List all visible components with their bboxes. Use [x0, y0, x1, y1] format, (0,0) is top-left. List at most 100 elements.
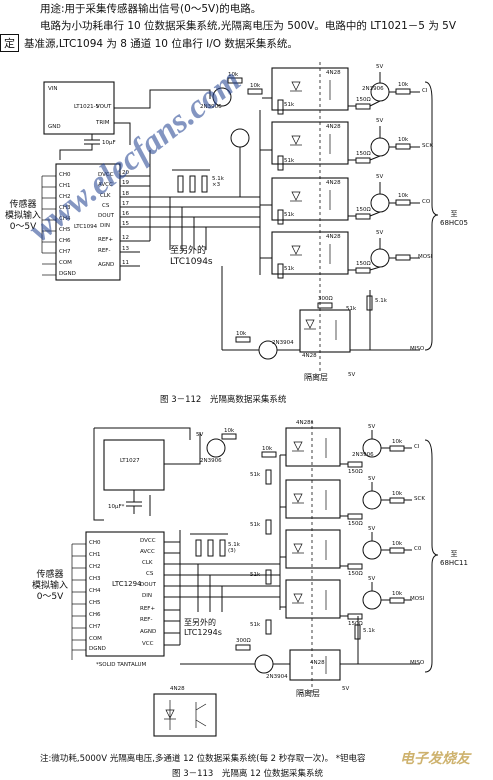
res-6: 51k: [284, 158, 295, 164]
adc-pin-dvcc: DVCC: [98, 172, 114, 178]
adc2-pin-clk: CLK: [142, 560, 153, 566]
adc-pin-agnd: AGND: [98, 262, 115, 268]
pin-num-20: 20: [122, 170, 129, 176]
adc-pin-refn: REF-: [98, 248, 111, 254]
v2-11: 10k: [392, 541, 403, 547]
pin-num-11: 11: [122, 260, 129, 266]
res2-note: 5.1k (3): [228, 542, 240, 554]
adc2-pin-ch3: CH3: [89, 576, 101, 582]
adc-pin-ch3: CH3: [59, 205, 71, 211]
tantalum-note: *SOLID TANTALUM: [96, 662, 147, 668]
res-note-label: 5.1k ×3: [212, 176, 224, 188]
res-8: 10k: [398, 137, 409, 143]
mcu-label: 至 68HC05: [440, 210, 468, 227]
v2-8: 10k: [392, 491, 403, 497]
opto-label-2: 4N28: [326, 124, 341, 130]
pin-num-16: 16: [122, 211, 129, 217]
adc-pin-ch2: CH2: [59, 194, 71, 200]
adc-chip-label: LTC1094: [74, 224, 98, 230]
opto2-label-2: 4N28: [310, 660, 325, 666]
res-14: 300Ω: [318, 296, 333, 302]
adc-pin-dout: DOUT: [98, 213, 114, 219]
res-9: 51k: [284, 212, 295, 218]
v2-12: 51k: [250, 622, 261, 628]
res-1: 10k: [228, 72, 239, 78]
v2-13: 150Ω: [348, 621, 363, 627]
opto-label-1: 4N28: [326, 70, 341, 76]
sensor2-input-label: 传感器 模拟输入 0～5V: [32, 570, 69, 602]
adc-pin-ch6: CH6: [59, 238, 71, 244]
adc2-pin-ch4: CH4: [89, 588, 101, 594]
adc2-pin-dgnd: DGND: [89, 646, 106, 652]
transistor-label-1: 2N3906: [200, 104, 222, 110]
v2-7: 150Ω: [348, 521, 363, 527]
adc2-pin-cs: CS: [146, 571, 154, 577]
adc2-pin-ch0: CH0: [89, 540, 101, 546]
ref-chip-label: LT1021-5: [74, 104, 100, 110]
adc2-pin-dout: DOUT: [140, 582, 156, 588]
ref-pin-trim: TRIM: [96, 120, 110, 126]
adc-pin-ch5: CH5: [59, 227, 71, 233]
adc-pin-ch7: CH7: [59, 249, 71, 255]
sig2-c0: C0: [414, 546, 422, 552]
s2-supply-1: 5V: [196, 432, 204, 438]
pin-num-13: 13: [122, 246, 129, 252]
adc-pin-refp: REF+: [98, 237, 114, 243]
ref2-chip-label: LT1027: [120, 458, 140, 464]
res-11: 10k: [398, 193, 409, 199]
adc2-pin-com: COM: [89, 636, 102, 642]
s2-supply-4: 5V: [368, 526, 376, 532]
sig-sck: SCK: [422, 143, 433, 149]
fig1-caption: 图 3－112 光隔离数据采集系统: [160, 395, 287, 405]
adc2-pin-ch5: CH5: [89, 600, 101, 606]
sig-mosi: MOSI: [418, 254, 433, 260]
sensor-input-label: 传感器 模拟输入 0～5V: [5, 200, 42, 232]
adc2-pin-refn: REF-: [140, 617, 153, 623]
corner-watermark: 电子发烧友: [400, 752, 470, 767]
adc2-pin-ch1: CH1: [89, 552, 101, 558]
v2-3: 51k: [250, 472, 261, 478]
adc-pin-ch0: CH0: [59, 172, 71, 178]
inset-label: 4N28: [170, 686, 185, 692]
isolation-label: 隔离层: [304, 373, 328, 382]
opto-label-3: 4N28: [326, 180, 341, 186]
adc-pin-ch1: CH1: [59, 183, 71, 189]
mcu2-label: 至 68HC11: [440, 550, 468, 567]
adc-pin-clk: CLK: [100, 193, 111, 199]
adc2-pin-ch2: CH2: [89, 564, 101, 570]
v2-15: 5.1k: [363, 628, 375, 634]
other-adc-label: 至另外的 LTC1094s: [170, 246, 213, 267]
adc2-pin-refp: REF+: [140, 606, 156, 612]
adc2-pin-dvcc: DVCC: [140, 538, 156, 544]
sig-miso: MISO: [410, 346, 425, 352]
adc-pin-cs: CS: [102, 203, 110, 209]
pin-num-18: 18: [122, 191, 129, 197]
transistor-label-2: 2N3906: [362, 86, 384, 92]
supply-5: 5V: [348, 372, 356, 378]
isolation2-label: 隔离层: [296, 689, 320, 698]
adc2-pin-din: DIN: [142, 593, 152, 599]
transistor-label-3: 2N3904: [272, 340, 294, 346]
pin-num-12: 12: [122, 235, 129, 241]
res-2: 10k: [250, 83, 261, 89]
v2-17: 10μF*: [108, 504, 125, 510]
v2-0: 10k: [224, 428, 235, 434]
v2-6: 51k: [250, 522, 261, 528]
desc-line-2: 基准源,LTC1094 为 8 通道 10 位串行 I/O 数据采集系统。: [24, 38, 298, 50]
adc2-pin-vcc: VCC: [142, 641, 154, 647]
v2-16: 10k: [392, 591, 403, 597]
t2-label-1: 2N3906: [200, 458, 222, 464]
v2-9: 51k: [250, 572, 261, 578]
fig2-caption: 图 3－113 光隔离 12 位数据采集系统: [172, 769, 324, 779]
pin-num-19: 19: [122, 180, 129, 186]
res-12: 51k: [284, 266, 295, 272]
opto-label-5: 4N28: [302, 353, 317, 359]
sig2-mosi: MOSI: [410, 596, 425, 602]
sig-ci: CI: [422, 88, 428, 94]
adc2-pin-agnd: AGND: [140, 629, 157, 635]
res-13: 150Ω: [356, 261, 371, 267]
supply-2: 5V: [376, 118, 384, 124]
sig-co: CO: [422, 199, 431, 205]
purpose-line: 用途:用于采集传感器输出信号(0～5V)的电路。: [40, 3, 262, 15]
